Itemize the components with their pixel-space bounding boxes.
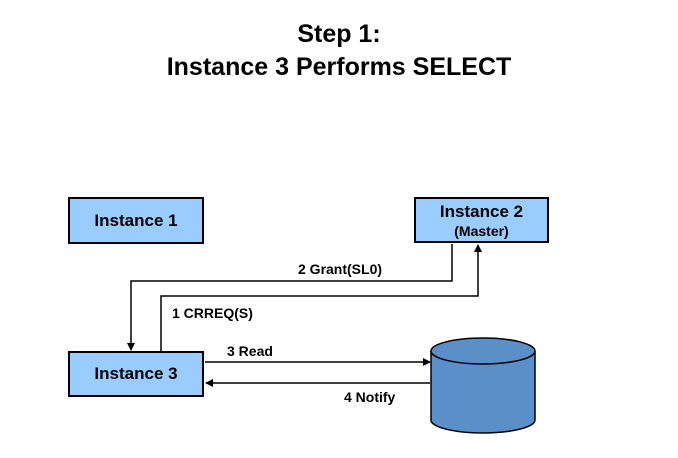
database-cylinder-top (430, 337, 536, 365)
instance-2-label: Instance 2 (439, 202, 524, 221)
crreq-connector (160, 244, 482, 351)
page-title-line-1: Step 1: (297, 20, 381, 48)
instance-2-node: Instance 2 (Master) (414, 197, 549, 243)
instance-2-role-label: (Master) (454, 223, 509, 239)
instance-3-node: Instance 3 (68, 351, 204, 397)
read-message-label: 3 Read (227, 343, 273, 359)
instance-1-node: Instance 1 (68, 197, 204, 244)
page-title-line-2: Instance 3 Performs SELECT (166, 53, 512, 81)
database-cylinder-body (430, 351, 536, 434)
database-cylinder (430, 337, 536, 434)
crreq-message-label: 1 CRREQ(S) (172, 305, 253, 321)
grant-message-label: 2 Grant(SL0) (298, 261, 383, 277)
instance-1-label: Instance 1 (94, 211, 178, 230)
notify-message-label: 4 Notify (344, 389, 396, 405)
instance-3-label: Instance 3 (94, 364, 178, 383)
grant-connector (127, 244, 453, 351)
